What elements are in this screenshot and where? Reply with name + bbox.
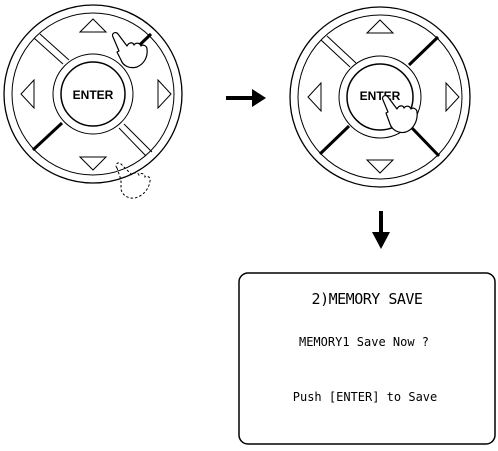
- control-pad-left: ENTER: [3, 4, 183, 199]
- up-button[interactable]: [78, 18, 108, 33]
- pad-separators: [318, 35, 441, 158]
- enter-button-label: ENTER: [360, 89, 401, 103]
- right-button[interactable]: [157, 78, 172, 110]
- arrow-right-icon: [226, 89, 266, 107]
- pointing-hand-icon: [111, 31, 148, 69]
- pad-separators: [31, 32, 153, 157]
- left-button[interactable]: [20, 78, 35, 110]
- down-button[interactable]: [78, 156, 108, 171]
- display-line-1: MEMORY1 Save Now ?: [299, 335, 429, 349]
- down-button[interactable]: [365, 159, 395, 174]
- up-button[interactable]: [365, 19, 395, 34]
- pad-inner-ring: [297, 14, 463, 180]
- left-button[interactable]: [307, 81, 322, 113]
- display-line-2: Push [ENTER] to Save: [293, 390, 438, 404]
- pad-inner-ring: [11, 12, 175, 176]
- control-pad-right: ENTER: [289, 6, 471, 188]
- display-frame: [238, 272, 496, 445]
- display-title: 2)MEMORY SAVE: [312, 290, 423, 308]
- arrow-down-icon: [372, 211, 390, 249]
- enter-button-label: ENTER: [73, 88, 114, 102]
- enter-button[interactable]: [60, 61, 126, 127]
- pointing-hand-icon: [381, 94, 418, 134]
- display-panel: 2)MEMORY SAVE MEMORY1 Save Now ? Push [E…: [238, 272, 496, 445]
- right-button[interactable]: [445, 81, 460, 113]
- dashed-hand-icon: [115, 162, 151, 199]
